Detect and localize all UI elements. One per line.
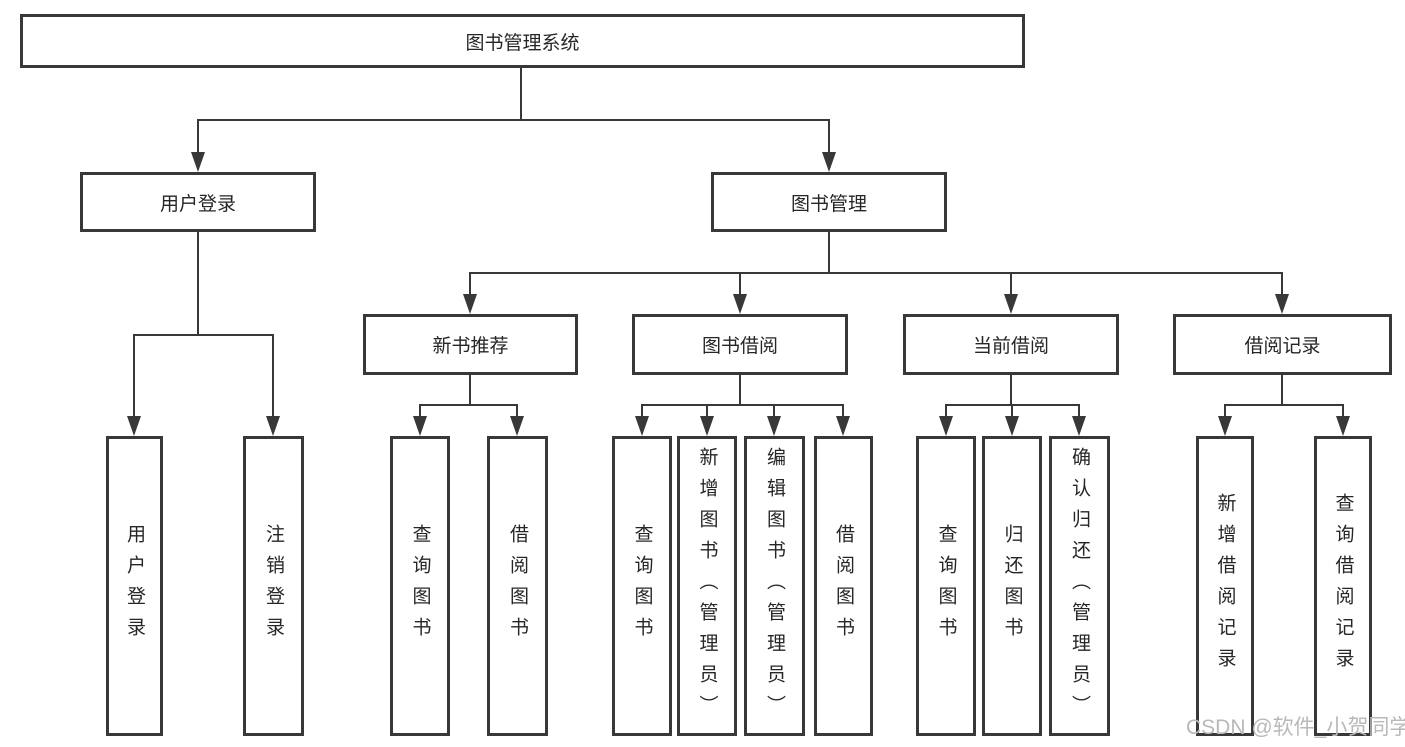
leaf-user-login-label: 用户登录 — [124, 524, 145, 648]
connector-line — [197, 119, 830, 121]
connector-line — [133, 334, 273, 336]
node-book-borrow-label: 图书借阅 — [701, 336, 778, 357]
node-book-management: 图书管理 — [711, 172, 947, 232]
leaf-query-borrow-record-label: 查询借阅记录 — [1332, 493, 1354, 679]
arrow-down-icon — [939, 416, 953, 436]
node-new-book-recommend-label: 新书推荐 — [432, 336, 509, 357]
node-user-login: 用户登录 — [80, 172, 316, 232]
connector-line — [1224, 404, 1226, 418]
connector-line — [1011, 404, 1013, 418]
leaf-confirm-return-admin: 确认归还（管理员） — [1049, 436, 1110, 736]
connector-line — [1342, 404, 1344, 418]
connector-line — [419, 404, 421, 418]
leaf-return-books-label: 归还图书 — [1001, 524, 1023, 648]
node-current-borrow-label: 当前借阅 — [972, 336, 1049, 357]
arrow-down-icon — [733, 294, 747, 314]
node-current-borrow: 当前借阅 — [903, 314, 1119, 375]
leaf-query-books-borrow: 查询图书 — [612, 436, 672, 736]
node-borrow-records-label: 借阅记录 — [1244, 336, 1321, 357]
leaf-query-books-recommend-label: 查询图书 — [409, 524, 431, 648]
leaf-borrow-books-recommend: 借阅图书 — [487, 436, 548, 736]
arrow-down-icon — [1072, 416, 1086, 436]
node-user-login-label: 用户登录 — [159, 193, 236, 215]
leaf-user-login: 用户登录 — [106, 436, 163, 736]
leaf-query-books-current: 查询图书 — [916, 436, 976, 736]
arrow-down-icon — [191, 152, 205, 172]
leaf-query-books-current-label: 查询图书 — [935, 524, 957, 648]
connector-line — [842, 404, 844, 418]
connector-line — [641, 404, 844, 406]
leaf-borrow-books-recommend-label: 借阅图书 — [507, 524, 528, 648]
leaf-add-borrow-record-label: 新增借阅记录 — [1214, 493, 1236, 679]
arrow-down-icon — [1336, 416, 1350, 436]
node-root-label: 图书管理系统 — [465, 32, 580, 54]
connector-line — [1010, 375, 1012, 406]
leaf-query-borrow-record: 查询借阅记录 — [1314, 436, 1372, 736]
connector-line — [469, 272, 1283, 274]
connector-line — [1078, 404, 1080, 418]
connector-line — [419, 404, 518, 406]
arrow-down-icon — [822, 152, 836, 172]
leaf-query-books-borrow-label: 查询图书 — [631, 524, 653, 648]
leaf-edit-books-admin-label: 编辑图书（管理员） — [764, 446, 785, 726]
arrow-down-icon — [1275, 294, 1289, 314]
node-book-borrow: 图书借阅 — [632, 314, 848, 375]
arrow-down-icon — [463, 294, 477, 314]
connector-line — [1281, 375, 1283, 406]
connector-line — [1224, 404, 1344, 406]
leaf-logout-label: 注销登录 — [263, 524, 284, 648]
arrow-down-icon — [266, 416, 280, 436]
connector-line — [469, 272, 471, 296]
connector-line — [773, 404, 775, 418]
node-book-management-label: 图书管理 — [790, 193, 867, 215]
connector-line — [197, 232, 199, 335]
connector-line — [197, 119, 199, 154]
leaf-borrow-books-label: 借阅图书 — [833, 524, 854, 648]
connector-line — [1010, 272, 1012, 296]
connector-line — [516, 404, 518, 418]
node-borrow-records: 借阅记录 — [1173, 314, 1392, 375]
connector-line — [828, 232, 830, 273]
leaf-return-books: 归还图书 — [982, 436, 1042, 736]
arrow-down-icon — [127, 416, 141, 436]
arrow-down-icon — [1004, 294, 1018, 314]
connector-line — [828, 119, 830, 154]
leaf-add-books-admin: 新增图书（管理员） — [677, 436, 737, 736]
connector-line — [272, 334, 274, 418]
connector-line — [520, 67, 522, 120]
leaf-add-borrow-record: 新增借阅记录 — [1196, 436, 1254, 736]
leaf-confirm-return-admin-label: 确认归还（管理员） — [1069, 446, 1090, 726]
arrow-down-icon — [767, 416, 781, 436]
node-new-book-recommend: 新书推荐 — [363, 314, 578, 375]
leaf-query-books-recommend: 查询图书 — [390, 436, 450, 736]
connector-line — [706, 404, 708, 418]
arrow-down-icon — [413, 416, 427, 436]
leaf-edit-books-admin: 编辑图书（管理员） — [744, 436, 805, 736]
leaf-logout: 注销登录 — [243, 436, 304, 736]
connector-line — [469, 375, 471, 406]
arrow-down-icon — [510, 416, 524, 436]
connector-line — [133, 334, 135, 418]
arrow-down-icon — [700, 416, 714, 436]
connector-line — [641, 404, 643, 418]
arrow-down-icon — [836, 416, 850, 436]
connector-line — [1281, 272, 1283, 296]
watermark: CSDN @软件_小贺同学 — [1186, 716, 1405, 739]
arrow-down-icon — [1218, 416, 1232, 436]
connector-line — [945, 404, 947, 418]
node-root: 图书管理系统 — [20, 14, 1025, 68]
connector-line — [739, 272, 741, 296]
leaf-add-books-admin-label: 新增图书（管理员） — [696, 446, 718, 726]
arrow-down-icon — [635, 416, 649, 436]
leaf-borrow-books: 借阅图书 — [814, 436, 873, 736]
connector-line — [739, 375, 741, 406]
arrow-down-icon — [1005, 416, 1019, 436]
